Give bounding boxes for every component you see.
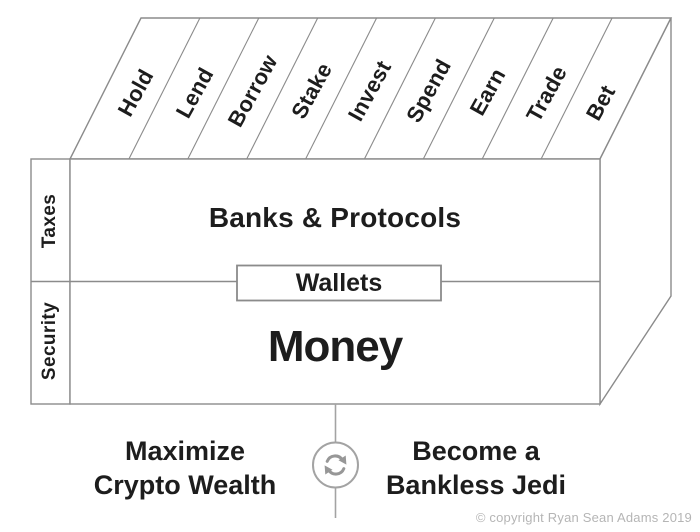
copyright-text: © copyright Ryan Sean Adams 2019	[475, 510, 692, 525]
cta-maximize-crypto-wealth: Maximize Crypto Wealth	[35, 434, 335, 502]
cta-become-bankless-jedi: Become a Bankless Jedi	[326, 434, 626, 502]
sync-circle	[312, 441, 359, 489]
sidebar-label-taxes: Taxes	[39, 193, 60, 249]
cta-right-line2: Bankless Jedi	[385, 470, 567, 500]
wallets-box	[236, 264, 442, 302]
money-label: Money	[267, 322, 403, 371]
top-face-dividers	[128, 17, 613, 160]
sync-icon	[324, 454, 347, 476]
sidebar-label-security: Security	[39, 301, 60, 381]
cta-left-line1: Maximize	[124, 436, 246, 466]
cta-left-line2: Crypto Wealth	[93, 470, 277, 500]
wallets-label: Wallets	[295, 269, 383, 297]
banks-protocols-label: Banks & Protocols	[208, 202, 462, 233]
cta-right-line1: Become a	[412, 436, 540, 466]
